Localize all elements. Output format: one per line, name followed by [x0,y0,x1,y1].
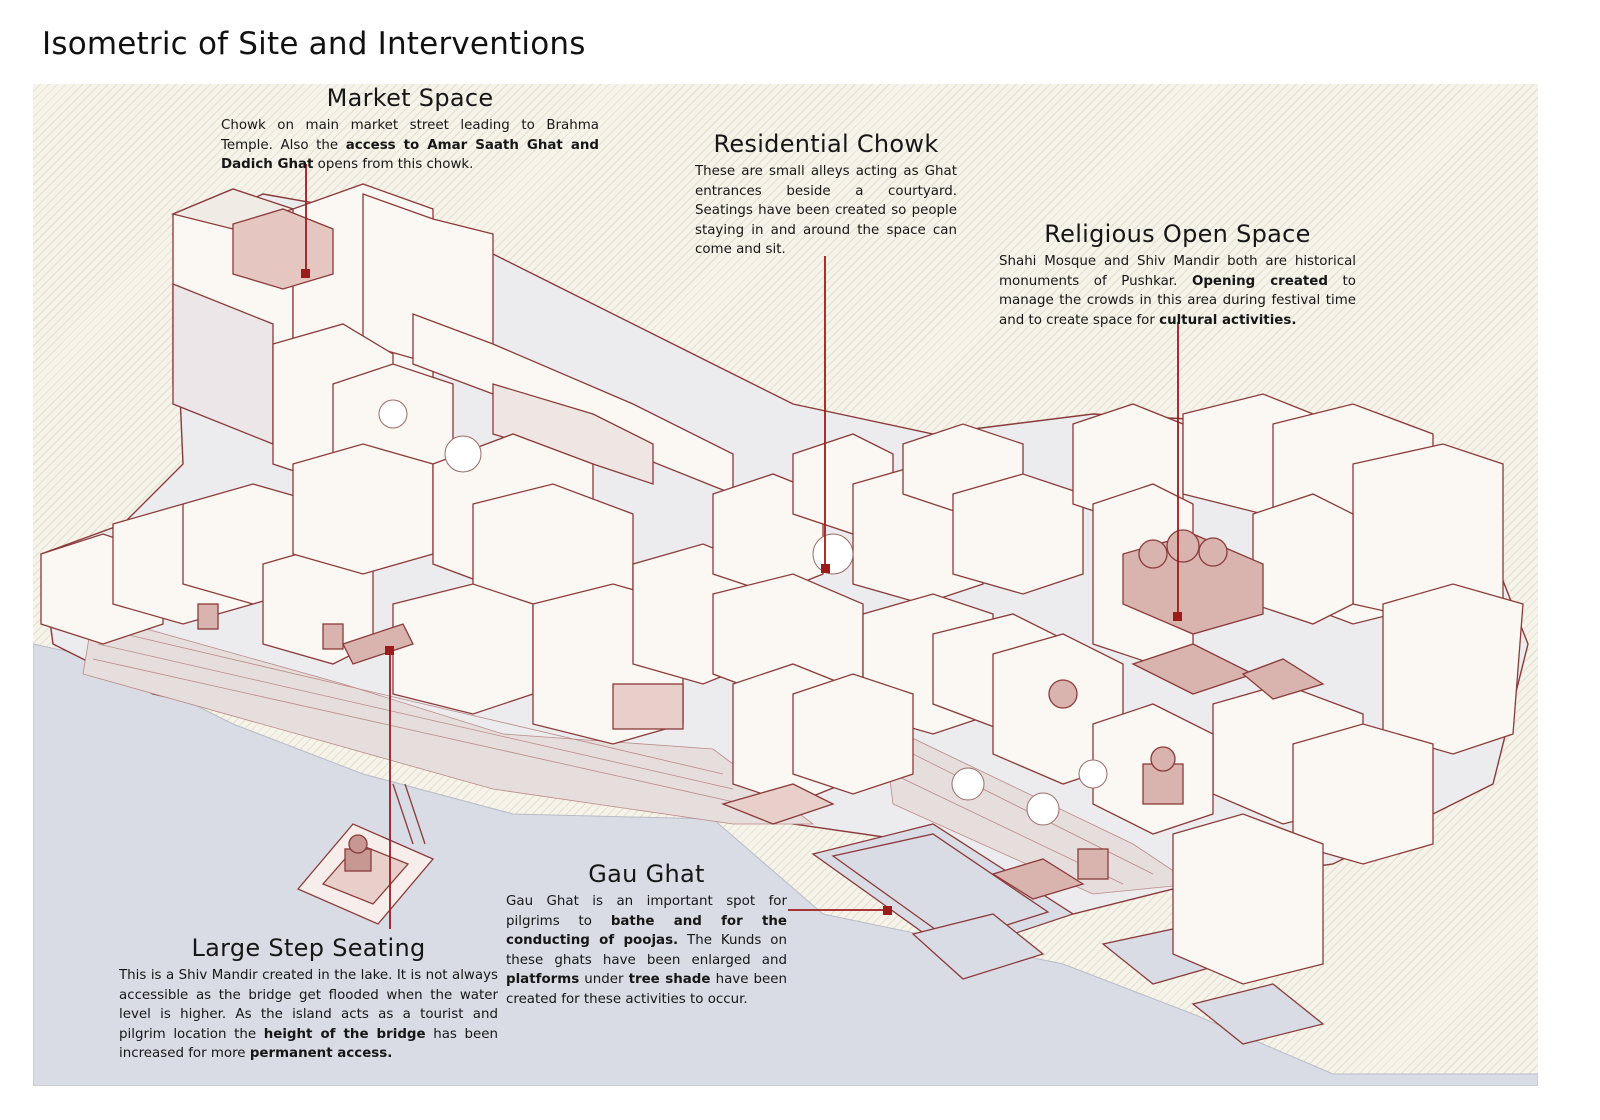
large-step-seating-text: This is a Shiv Mandir created in the lak… [119,966,498,1064]
religious-open-space-annotation: Religious Open Space Shahi Mosque and Sh… [999,220,1356,330]
market-space-marker [301,269,310,278]
emphasized-text: height of the bridge [263,1026,426,1042]
residential-chowk-marker [821,564,830,573]
body-text: These are small alleys acting as Ghat en… [695,164,957,258]
body-text: Gau Ghat is an important spot for pilgri… [506,894,787,929]
large-step-seating-annotation: Large Step Seating This is a Shiv Mandir… [119,934,498,1064]
gau-ghat-annotation: Gau Ghat Gau Ghat is an important spot f… [506,860,787,1010]
large-step-seating-marker [385,646,394,655]
page-title: Isometric of Site and Interventions [42,26,586,62]
body-text: The Kunds on these ghats have been enlar… [506,933,787,968]
gau-ghat-marker [883,906,892,915]
emphasized-text: bathe and for the conducting of poojas. [506,913,787,949]
island-temple [296,783,435,925]
market-space-annotation: Market Space Chowk on main market street… [221,84,599,175]
emphasized-text: permanent access. [249,1046,393,1062]
body-text: Chowk on main market street leading to B… [221,118,599,153]
body-text: to manage the crowds in this area during… [999,273,1356,328]
emphasized-text: access to Amar Saath Ghat and Dadich Gha… [221,137,599,173]
religious-open-space-marker [1173,612,1182,621]
emphasized-text: Opening created [1191,273,1328,289]
interventions [197,208,1325,900]
trees [378,399,1108,826]
emphasized-text: tree shade [628,972,711,988]
market-space-text: Chowk on main market street leading to B… [221,116,599,175]
gau-ghat-heading: Gau Ghat [588,860,705,888]
residential-chowk-heading: Residential Chowk [713,130,939,158]
body-text: have been created for these activities t… [506,972,787,1007]
leader-lines [301,164,1182,929]
body-text: opens from this chowk. [313,157,474,173]
kunds [811,823,1325,1045]
isometric-drawing: Market Space Chowk on main market street… [33,84,1538,1086]
large-step-seating-heading: Large Step Seating [191,934,426,962]
body-text: This is a Shiv Mandir created in the lak… [119,968,498,1042]
emphasized-text: cultural activities. [1159,312,1297,328]
market-space-heading: Market Space [326,84,494,112]
body-text: Shahi Mosque and Shiv Mandir both are hi… [999,254,1356,289]
residential-chowk-text: These are small alleys acting as Ghat en… [695,162,957,260]
isometric-site-svg [33,164,1538,1086]
religious-open-space-text: Shahi Mosque and Shiv Mandir both are hi… [999,252,1356,330]
residential-chowk-annotation: Residential Chowk These are small alleys… [695,130,957,260]
religious-open-space-heading: Religious Open Space [1044,220,1311,248]
gau-ghat-text: Gau Ghat is an important spot for pilgri… [506,892,787,1010]
body-text: under [579,972,629,988]
emphasized-text: platforms [506,972,580,988]
body-text: has been increased for more [119,1026,498,1062]
